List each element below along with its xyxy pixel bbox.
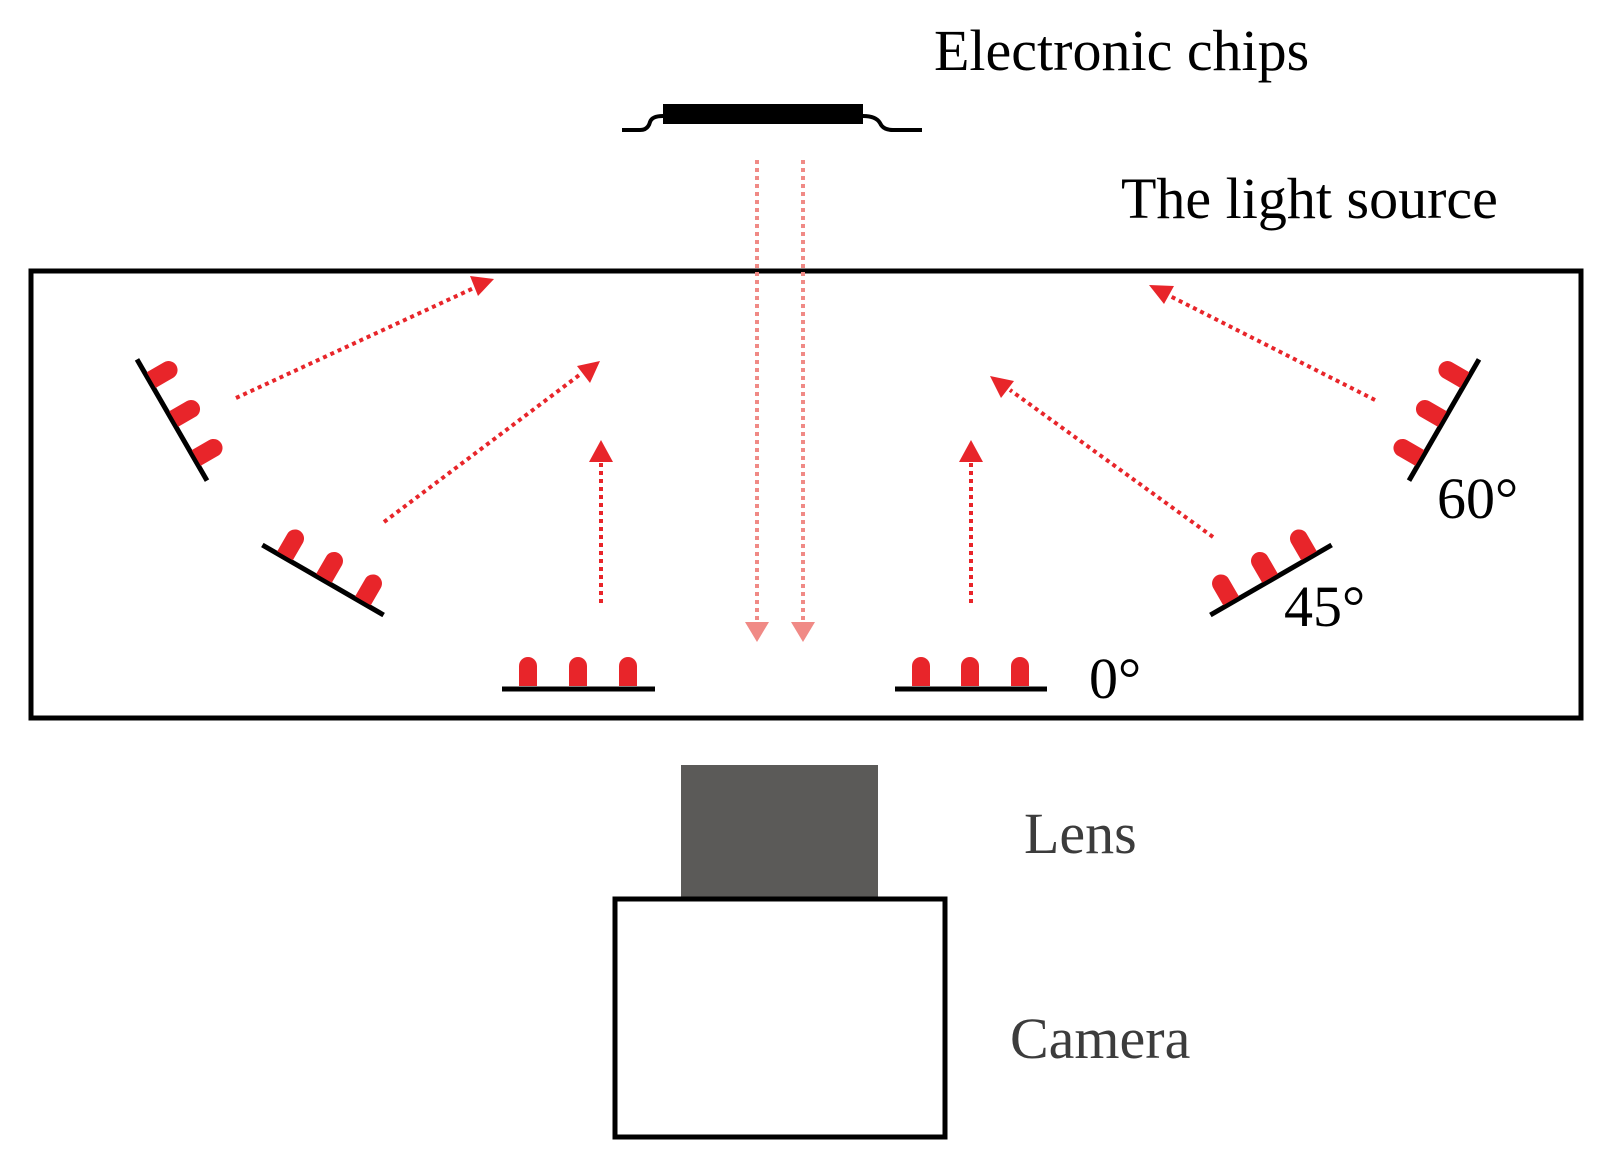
led-array-60-left bbox=[134, 357, 226, 482]
camera-icon bbox=[612, 896, 948, 1140]
incident-arrowhead-right bbox=[791, 622, 815, 642]
emitted-light-arrows bbox=[235, 285, 1376, 603]
label-angle-0: 0° bbox=[1089, 646, 1142, 711]
arrow-45-right bbox=[1008, 388, 1215, 539]
lens-icon bbox=[681, 765, 878, 899]
arrow-60-right bbox=[1167, 293, 1376, 402]
led-array-0-right bbox=[895, 657, 1047, 692]
label-camera: Camera bbox=[1010, 1006, 1191, 1071]
arrow-60-left bbox=[235, 285, 477, 400]
label-light-source: The light source bbox=[1121, 166, 1498, 231]
label-electronic-chips: Electronic chips bbox=[934, 18, 1310, 83]
light-source-box bbox=[28, 268, 1584, 721]
label-angle-60: 60° bbox=[1437, 466, 1519, 531]
led-array-0-left bbox=[502, 657, 655, 692]
led-array-45-left bbox=[261, 526, 386, 618]
arrow-45-left bbox=[382, 371, 584, 524]
incident-arrowhead-left bbox=[745, 622, 769, 642]
chip-icon bbox=[622, 104, 922, 132]
incident-light-arrows bbox=[755, 160, 805, 622]
label-lens: Lens bbox=[1024, 801, 1137, 866]
emitted-arrowheads bbox=[470, 276, 1174, 462]
led-array-45-right bbox=[1208, 526, 1333, 618]
label-angle-45: 45° bbox=[1284, 574, 1366, 639]
led-array-60-right bbox=[1390, 357, 1482, 482]
